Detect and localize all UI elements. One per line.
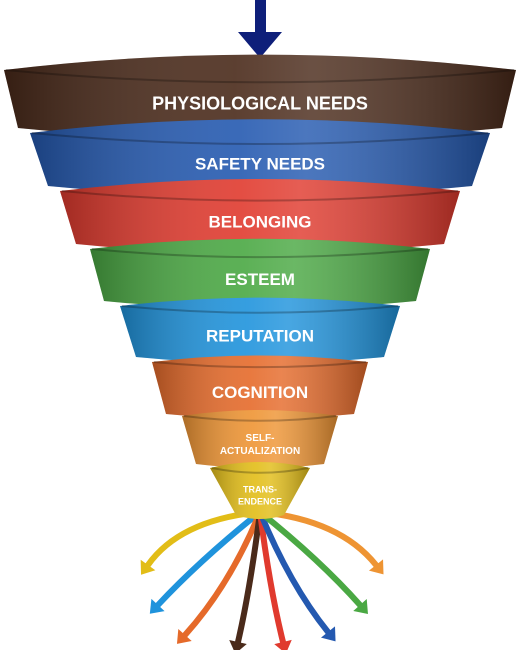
arrow-shaft (257, 509, 331, 635)
funnel-tier-2: SAFETY NEEDS (30, 119, 490, 197)
tier-rim (183, 415, 337, 422)
funnel-tier-6: COGNITION (152, 355, 368, 419)
funnel-tier-7: SELF- ACTUALIZATION (182, 410, 338, 468)
arrow-head (274, 639, 292, 650)
arrow-head (149, 598, 165, 614)
tier-shading (182, 410, 338, 468)
output-arrow-5 (257, 509, 292, 650)
arrow-head (176, 628, 192, 644)
tier-label-line: ENDENCE (238, 497, 282, 507)
funnel-tier-3: BELONGING (60, 179, 460, 254)
tier-label: COGNITION (212, 383, 308, 402)
output-arrow-3 (176, 509, 263, 644)
arrow-shaft (257, 509, 286, 645)
arrow-shaft (257, 509, 363, 608)
tier-rim (31, 132, 489, 146)
output-arrow-2 (149, 509, 263, 614)
tier-label: SAFETY NEEDS (195, 154, 325, 173)
tier-label: PHYSIOLOGICAL NEEDS (152, 93, 368, 113)
arrow-shaft (182, 509, 263, 638)
tier-shading (90, 238, 430, 309)
funnel-tier-1: PHYSIOLOGICAL NEEDS (4, 54, 516, 141)
tier-label: BELONGING (209, 212, 312, 231)
funnel-tiers: PHYSIOLOGICAL NEEDS SAFETY NEEDS BELONGING… (4, 54, 516, 519)
tier-shading (210, 462, 310, 519)
tier-rim (211, 467, 309, 474)
funnel-tier-5: REPUTATION (120, 297, 400, 364)
arrow-head (140, 559, 156, 575)
tier-shading (120, 297, 400, 364)
arrow-head (321, 626, 336, 642)
tier-label-line: TRANS- (243, 485, 277, 495)
tier-shading (152, 355, 368, 419)
tier-label: ESTEEM (225, 270, 295, 289)
output-arrows (140, 509, 384, 650)
arrow-head (368, 559, 384, 575)
funnel-tier-4: ESTEEM (90, 238, 430, 309)
tier-rim (121, 305, 399, 314)
tier-label-line: SELF- (246, 433, 275, 444)
tier-shading (4, 54, 516, 141)
output-arrow-6 (257, 509, 336, 642)
input-arrow (238, 0, 282, 58)
tier-rim (5, 69, 515, 84)
tier-label: REPUTATION (206, 326, 314, 345)
arrow-shaft (155, 509, 263, 608)
tier-shading (60, 179, 460, 254)
tier-rim (91, 248, 429, 259)
output-arrow-4 (229, 509, 263, 650)
arrow-head (229, 639, 247, 650)
arrow-head (353, 599, 368, 614)
funnel-tier-8: TRANS- ENDENCE (210, 462, 310, 519)
tier-rim (61, 190, 459, 202)
output-arrow-7 (257, 509, 368, 614)
tier-shading (30, 119, 490, 197)
arrow-shaft (235, 509, 263, 645)
tier-label-line: ACTUALIZATION (220, 446, 300, 457)
tier-rim (153, 361, 367, 369)
